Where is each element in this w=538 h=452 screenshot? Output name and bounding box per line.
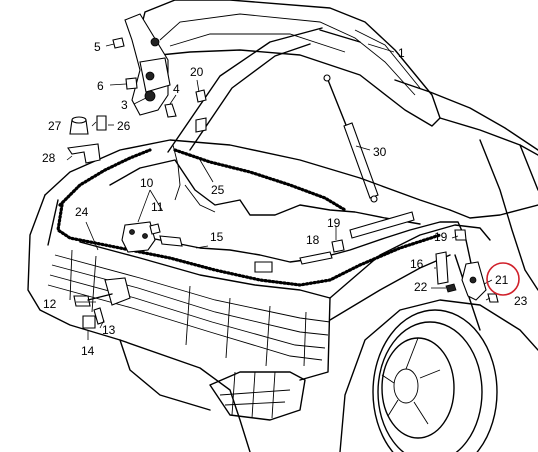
callout-24: 24 bbox=[75, 205, 89, 219]
callout-12: 12 bbox=[43, 297, 57, 311]
callout-16: 16 bbox=[410, 257, 424, 271]
leader-lines bbox=[66, 43, 493, 340]
hood-seal-24 bbox=[56, 203, 442, 287]
callout-13: 13 bbox=[102, 323, 116, 337]
callout-19-upper: 19 bbox=[327, 216, 341, 230]
callout-6: 6 bbox=[97, 79, 104, 93]
callout-1: 1 bbox=[398, 46, 405, 60]
hood-lock bbox=[121, 221, 161, 253]
callout-labels: 1 3 4 5 6 10 11 12 13 14 15 16 18 19 19 … bbox=[42, 40, 528, 358]
callout-21: 21 bbox=[495, 273, 509, 287]
cable-clips bbox=[195, 89, 467, 253]
callout-5: 5 bbox=[94, 40, 101, 54]
hood-seal-25 bbox=[173, 148, 347, 212]
callout-26: 26 bbox=[117, 119, 131, 133]
callout-4: 4 bbox=[173, 82, 180, 96]
hood-buffer-parts bbox=[67, 115, 107, 164]
callout-19-right: 19 bbox=[434, 230, 448, 244]
callout-28: 28 bbox=[42, 151, 56, 165]
callout-3: 3 bbox=[121, 98, 128, 112]
callout-11: 11 bbox=[151, 200, 164, 214]
lock-carrier-parts bbox=[73, 277, 131, 329]
highlight-circle bbox=[486, 262, 520, 296]
front-body bbox=[27, 139, 538, 452]
release-cable bbox=[149, 144, 473, 273]
callout-22: 22 bbox=[414, 280, 428, 294]
callout-18: 18 bbox=[306, 233, 320, 247]
callout-25: 25 bbox=[211, 183, 225, 197]
release-lever-assy bbox=[435, 251, 499, 303]
gas-strut bbox=[323, 74, 379, 203]
front-wheel bbox=[339, 299, 538, 452]
callout-30: 30 bbox=[373, 145, 387, 159]
callout-23: 23 bbox=[514, 294, 528, 308]
windshield-frame bbox=[167, 27, 538, 291]
hood-panel bbox=[137, 0, 441, 127]
callout-15: 15 bbox=[210, 230, 224, 244]
callout-27: 27 bbox=[48, 119, 62, 133]
hood-seal-left bbox=[58, 148, 152, 207]
callout-10: 10 bbox=[140, 176, 154, 190]
callout-20: 20 bbox=[190, 65, 204, 79]
callout-14: 14 bbox=[81, 344, 95, 358]
hood-hinge bbox=[112, 13, 177, 118]
